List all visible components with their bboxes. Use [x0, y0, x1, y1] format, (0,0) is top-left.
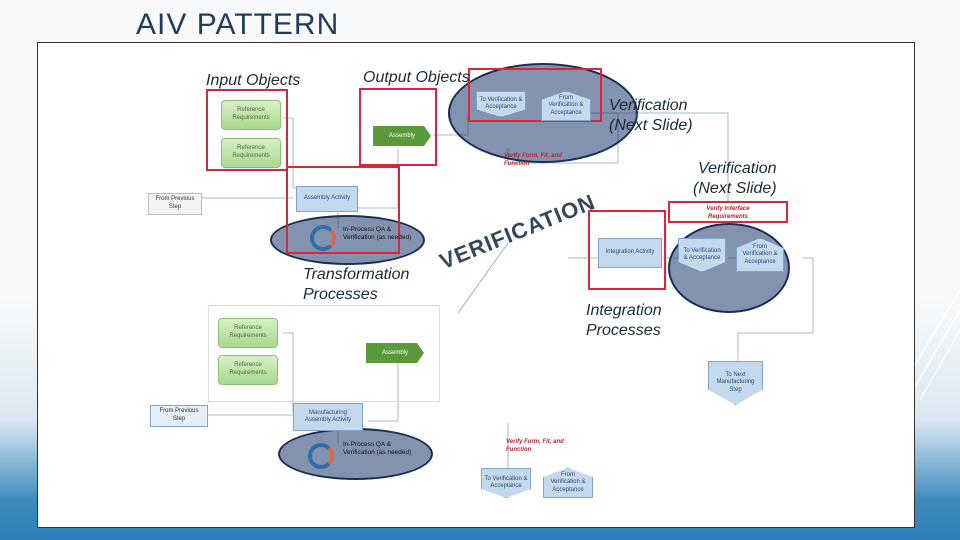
transformation-label-line1: Transformation	[303, 266, 410, 283]
transformation-redbox	[286, 166, 400, 254]
output-objects-label: Output Objects	[363, 69, 470, 86]
from-previous-step-top: From Previous Step	[148, 193, 202, 215]
verify-interface-requirements: Verify Interface Requirements	[706, 206, 750, 220]
bottom-assembly-arrow: Assembly	[366, 343, 424, 363]
verification-label-1: Verification (Next Slide)	[609, 96, 693, 136]
transformation-label-line2: Processes	[303, 286, 378, 303]
verification-label-2-line2: (Next Slide)	[693, 180, 777, 197]
output-assembly-arrow: Assembly	[373, 126, 431, 146]
integration-activity-box: Integration Activity	[598, 238, 662, 268]
slide-title: AIV PATTERN	[136, 8, 340, 41]
verification-redbox-top	[468, 68, 602, 122]
bottom-requirement-box-2: Reference Requirements	[218, 355, 278, 385]
input-requirement-box-1: Reference Requirements	[221, 100, 281, 130]
manufacturing-assembly-box: Manufacturing Assembly Activity	[293, 403, 363, 431]
inprocess-text-bottom: In-Process QA & Verification (as needed)	[343, 441, 412, 457]
bottom-frame	[208, 305, 440, 402]
integration-redbox	[588, 210, 666, 290]
verification-redbox-right	[668, 201, 788, 223]
verify-form-fit-top: Verify Form, Fit, and Function	[504, 153, 562, 167]
inprocess-ellipse-bottom	[278, 428, 433, 480]
cycle-icon-top	[310, 225, 336, 251]
input-requirement-box-2: Reference Requirements	[221, 138, 281, 168]
integration-label-line2: Processes	[586, 322, 661, 339]
input-objects-label: Input Objects	[206, 72, 301, 89]
assembly-activity-box: Assembly Activity	[296, 186, 358, 212]
from-previous-step-bottom: From Previous Step	[150, 405, 208, 427]
verification-label-2: Verification (Next Slide)	[693, 159, 777, 199]
transformation-label: Transformation Processes	[303, 265, 409, 305]
bottom-requirement-box-1: Reference Requirements	[218, 318, 278, 348]
input-objects-redbox	[206, 89, 288, 171]
output-objects-redbox	[359, 88, 437, 166]
verification-label-1-line1: Verification	[609, 97, 688, 114]
verify-form-fit-bottom: Verify Form, Fit, and Function	[506, 439, 564, 453]
inprocess-text-top: In-Process QA & Verification (as needed)	[343, 226, 412, 242]
verification-label-1-line2: (Next Slide)	[609, 117, 693, 134]
verification-label-2-line1: Verification	[698, 160, 777, 177]
integration-label-line1: Integration	[586, 302, 662, 319]
integration-label: Integration Processes	[586, 301, 662, 341]
diagram-canvas: Reference Requirements Reference Require…	[37, 42, 915, 528]
cycle-icon-bottom	[308, 443, 334, 469]
